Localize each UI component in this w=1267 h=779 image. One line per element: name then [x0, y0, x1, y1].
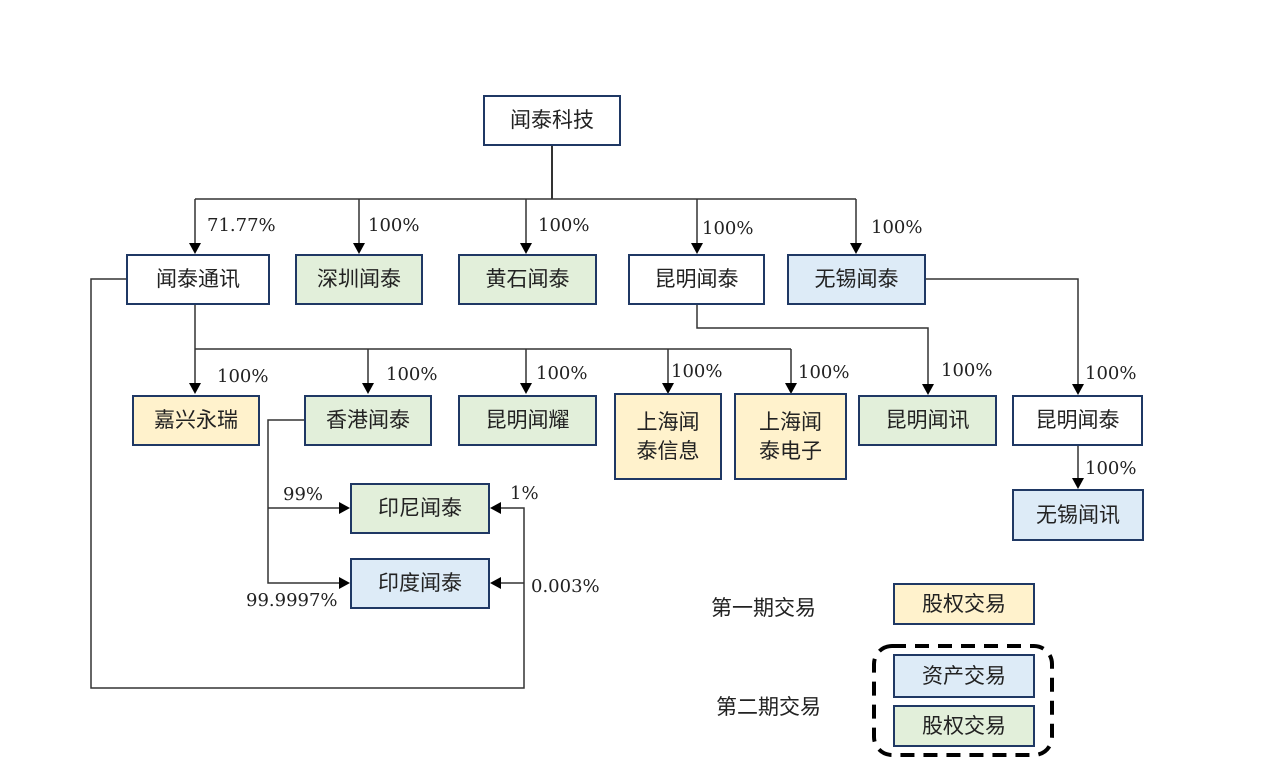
node-label: 昆明闻泰 [1035, 408, 1120, 432]
legend-item-label: 股权交易 [922, 591, 1006, 616]
edge-hongkong-to-india [267, 419, 348, 584]
node-shanghai-elec: 上海闻 泰电子 [734, 393, 847, 480]
arrow-head [490, 577, 501, 589]
edge-kunming-to-kunming-xun [696, 305, 929, 393]
pct-label: 100% [538, 215, 590, 236]
node-label: 印尼闻泰 [378, 496, 462, 520]
node-hongkong: 香港闻泰 [304, 395, 432, 446]
arrow-head [850, 243, 862, 254]
legend-phase1-equity: 股权交易 [893, 583, 1035, 625]
node-kunming-2: 昆明闻泰 [1012, 395, 1143, 446]
pct-label: 100% [217, 366, 269, 387]
pct-label: 100% [1085, 363, 1137, 384]
pct-label: 100% [671, 361, 723, 382]
node-label: 香港闻泰 [326, 408, 410, 432]
pct-label: 100% [1085, 458, 1137, 479]
pct-label: 71.77% [207, 215, 276, 236]
node-label: 昆明闻泰 [654, 267, 739, 291]
arrow-head [1072, 478, 1084, 489]
arrow-head [520, 243, 532, 254]
arrow-head [785, 383, 797, 394]
legend-phase2-label: 第二期交易 [716, 695, 821, 719]
pct-label: 100% [702, 218, 754, 239]
node-label: 无锡闻泰 [814, 267, 899, 291]
node-label: 上海闻 泰信息 [636, 409, 700, 463]
arrow-head [339, 502, 350, 514]
arrow-head [189, 383, 201, 394]
pct-label: 100% [941, 360, 993, 381]
node-label: 闻泰科技 [510, 108, 594, 132]
legend-phase2-equity: 股权交易 [893, 705, 1035, 747]
node-label: 上海闻 泰电子 [759, 409, 822, 463]
node-kunming-xun: 昆明闻讯 [858, 395, 997, 446]
arrow-head [490, 502, 501, 514]
arrow-head [189, 243, 201, 254]
legend-item-label: 资产交易 [922, 663, 1006, 688]
node-label: 昆明闻讯 [885, 408, 970, 432]
node-label: 深圳闻泰 [317, 267, 401, 291]
node-label: 黄石闻泰 [485, 267, 570, 291]
node-label: 印度闻泰 [378, 571, 462, 595]
pct-label: 100% [871, 217, 923, 238]
node-shanghai-info: 上海闻 泰信息 [614, 393, 722, 480]
pct-label: 99.9997% [246, 590, 338, 611]
node-label: 昆明闻耀 [485, 408, 570, 432]
node-india: 印度闻泰 [350, 558, 490, 609]
arrow-head [362, 383, 374, 394]
node-kunming-yao: 昆明闻耀 [458, 395, 597, 446]
node-wuxi-xun: 无锡闻讯 [1012, 489, 1144, 541]
node-kunming: 昆明闻泰 [628, 254, 765, 305]
pct-label: 100% [798, 362, 850, 383]
legend-item-label: 股权交易 [922, 713, 1006, 738]
node-indonesia: 印尼闻泰 [350, 483, 490, 534]
node-huangshi: 黄石闻泰 [458, 254, 597, 305]
arrow-head [353, 243, 365, 254]
arrow-head [1072, 384, 1084, 395]
node-label: 无锡闻讯 [1036, 502, 1120, 527]
node-label: 闻泰通讯 [156, 267, 240, 291]
pct-label: 100% [386, 364, 438, 385]
legend-phase2-group-border [872, 644, 1054, 757]
legend-phase2-asset: 资产交易 [893, 654, 1035, 698]
arrow-head [520, 383, 532, 394]
node-shenzhen: 深圳闻泰 [295, 254, 423, 305]
node-jiaxing: 嘉兴永瑞 [132, 395, 260, 446]
pct-label: 99% [283, 484, 324, 505]
pct-label: 0.003% [531, 576, 600, 597]
legend-phase1-label: 第一期交易 [711, 596, 816, 620]
node-wingtech: 闻泰科技 [483, 95, 621, 146]
arrow-head [691, 243, 703, 254]
node-label: 嘉兴永瑞 [154, 408, 238, 432]
arrow-head [662, 383, 674, 394]
arrow-head [339, 577, 350, 589]
arrow-head [922, 384, 934, 395]
node-wingtech-comm: 闻泰通讯 [126, 254, 270, 305]
pct-label: 1% [510, 483, 539, 504]
pct-label: 100% [368, 215, 420, 236]
edge-wuxi-to-kunming2 [926, 278, 1079, 393]
pct-label: 100% [536, 363, 588, 384]
node-wuxi: 无锡闻泰 [787, 254, 926, 305]
edge-wingtech-comm-to-indonesia [90, 278, 525, 689]
